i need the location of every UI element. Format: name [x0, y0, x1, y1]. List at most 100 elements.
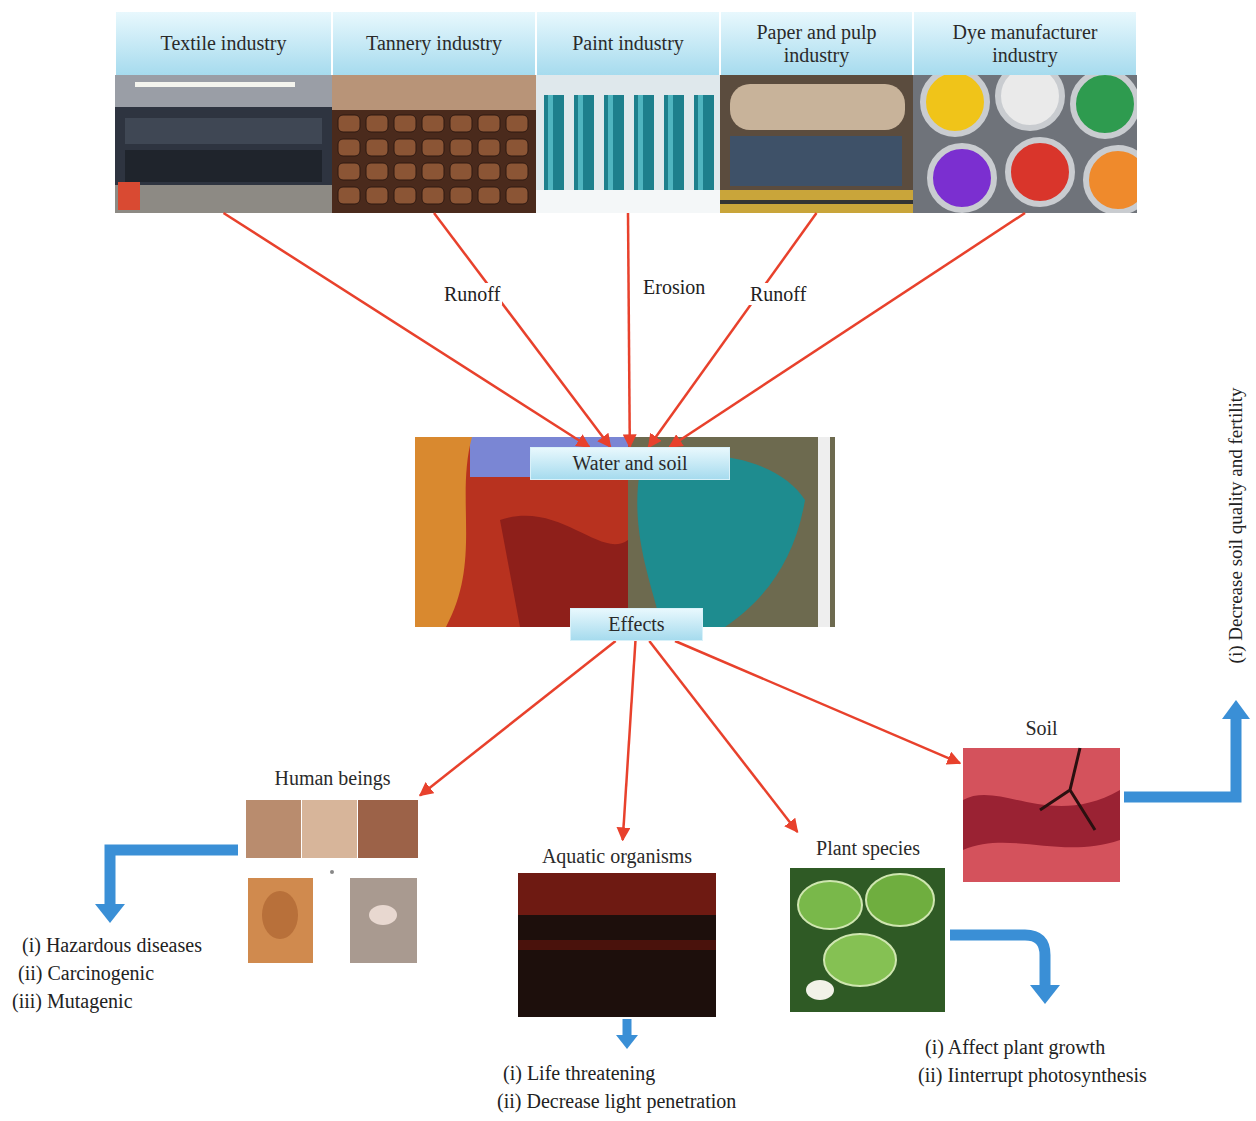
branch — [1040, 748, 1095, 830]
leaf — [798, 881, 862, 929]
textile-photo — [115, 75, 332, 213]
effect-item: (i) Life threatening — [503, 1062, 655, 1084]
dye-can — [923, 75, 987, 134]
photo — [358, 800, 418, 858]
machine-body — [730, 136, 902, 186]
group-title: Aquatic organisms — [515, 845, 719, 868]
photo — [248, 878, 313, 963]
arrow-head — [1222, 700, 1250, 719]
photo-ground — [332, 75, 536, 213]
dye-can — [998, 75, 1062, 128]
box-label: Tannery industry — [366, 32, 502, 55]
shore — [415, 437, 472, 627]
flow-arrow — [670, 213, 1026, 447]
floor-stripe — [720, 190, 913, 213]
effect-group: Soil — [960, 712, 1123, 884]
photo — [246, 800, 301, 858]
label-band: Textile industry — [115, 12, 332, 75]
photo-ground — [536, 75, 720, 213]
box-label: Paint industry — [572, 32, 684, 55]
flow-arrow — [675, 641, 960, 763]
leaf — [866, 874, 934, 926]
photo-ground — [720, 75, 913, 213]
flower — [806, 980, 834, 1000]
box-label: Effects — [608, 613, 664, 636]
effect-item: (ii) Decrease light penetration — [497, 1090, 736, 1112]
soil-photo — [963, 748, 1120, 882]
edge-label: Runoff — [442, 283, 502, 305]
blue-arrows — [95, 700, 1250, 1049]
title-band: Aquatic organisms — [515, 840, 719, 870]
human-photos — [246, 800, 418, 963]
edge-label: Erosion — [641, 276, 707, 298]
red-band — [518, 873, 716, 915]
machines — [125, 150, 322, 182]
title-band: Soil — [960, 712, 1123, 742]
water-soil-photo — [415, 437, 835, 627]
effect-item: (i) Affect plant growth — [925, 1036, 1105, 1058]
dark-soil — [963, 790, 1120, 850]
dye-can — [1086, 148, 1137, 212]
paper-roll — [730, 84, 905, 130]
photo-ground — [518, 873, 716, 1017]
flow-arrow — [434, 213, 610, 447]
arrow-head — [95, 904, 125, 923]
photo — [350, 878, 417, 963]
flow-arrow — [420, 641, 616, 795]
photo-ground — [790, 868, 945, 1012]
bent-arrow — [1124, 718, 1236, 797]
label-band: Paper and pulp industry — [720, 12, 913, 75]
photo-ground — [115, 75, 332, 213]
flow-arrow — [628, 213, 630, 447]
industry-panel: Paint industry — [536, 12, 720, 213]
effect-item: (ii) Iinterrupt photosynthesis — [918, 1064, 1147, 1086]
flow-arrow — [649, 213, 817, 447]
paper-photo — [720, 75, 913, 213]
paint-cylinders — [540, 95, 716, 190]
edge-label: Runoff — [748, 283, 808, 305]
drums — [336, 112, 532, 210]
down-arrow — [623, 1019, 632, 1036]
effect-group: Aquatic organisms — [515, 840, 719, 1018]
flow-arrow — [224, 213, 590, 447]
dye-can — [1073, 75, 1137, 136]
group-title: Plant species — [788, 837, 948, 860]
effect-item: (ii) Carcinogenic — [18, 962, 154, 984]
floor — [115, 185, 332, 213]
industry-panel: Paper and pulp industry — [720, 12, 913, 213]
industry-panel: Dye manufacturer industry — [913, 12, 1137, 213]
bin — [118, 182, 140, 210]
dye-photo — [913, 75, 1137, 213]
flow-arrow — [649, 641, 797, 832]
box-label: Paper and pulp industry — [727, 21, 906, 67]
teal-dye — [637, 456, 805, 627]
effect-group: Human beings — [245, 762, 420, 967]
industry-panel: Textile industry — [115, 12, 332, 213]
leaf — [824, 934, 896, 986]
arrow-head — [1030, 985, 1060, 1004]
post — [818, 437, 830, 627]
effect-group: Plant species — [788, 832, 948, 1014]
label-band: Dye manufacturer industry — [913, 12, 1137, 75]
label-band: Tannery industry — [332, 12, 536, 75]
bent-arrow — [950, 935, 1045, 986]
arrow-head — [616, 1035, 638, 1049]
flow-arrow — [623, 641, 636, 840]
aquatic-photo — [518, 873, 716, 1017]
box-label: Textile industry — [161, 32, 287, 55]
wall — [332, 75, 536, 110]
title-band: Plant species — [788, 832, 948, 862]
photo-detail — [369, 905, 397, 925]
label-band: Paint industry — [536, 12, 720, 75]
box-label: Dye manufacturer industry — [920, 21, 1130, 67]
dot — [330, 870, 334, 874]
dye-can — [1008, 140, 1072, 204]
box-label: Water and soil — [572, 452, 687, 475]
machines — [125, 118, 322, 144]
photo-ground — [963, 748, 1120, 882]
group-title: Human beings — [245, 767, 420, 790]
label-band: Effects — [570, 608, 703, 641]
group-title: Soil — [960, 717, 1123, 740]
effects-box: Effects — [570, 608, 703, 641]
